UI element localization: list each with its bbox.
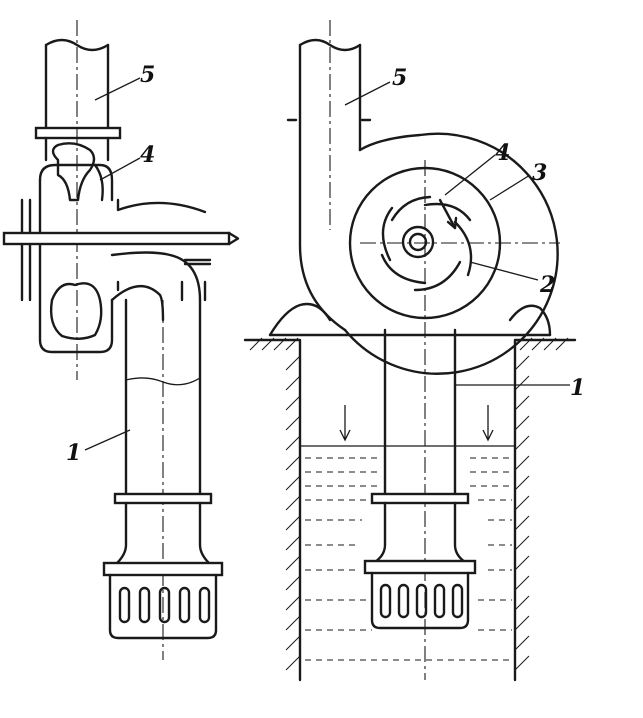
- ground-hatching-left: [249, 337, 301, 671]
- label-right-blade: 2: [539, 272, 555, 298]
- label-left-suction-pipe: 1: [66, 440, 81, 466]
- right-sump-pit: [243, 337, 577, 682]
- label-right-casing: 3: [532, 160, 547, 186]
- right-suction-pipe: [363, 328, 477, 630]
- left-discharge-pipe: [34, 38, 122, 162]
- label-left-discharge: 5: [140, 62, 155, 88]
- left-pump-view: 5 4 1: [2, 20, 240, 660]
- right-discharge-pipe: [286, 20, 372, 332]
- right-impeller: [380, 195, 473, 292]
- ground-hatching-right: [514, 337, 569, 671]
- label-left-impeller: 4: [140, 142, 155, 168]
- left-suction-pipe: [102, 251, 224, 660]
- water: [300, 445, 515, 661]
- label-right-impeller: 4: [495, 140, 510, 166]
- right-base: [268, 302, 552, 337]
- left-impeller-section: [2, 142, 240, 354]
- right-pump-view: 5 4 3 2 1: [243, 20, 585, 682]
- label-right-suction-pipe: 1: [570, 375, 585, 401]
- label-right-discharge: 5: [392, 65, 407, 91]
